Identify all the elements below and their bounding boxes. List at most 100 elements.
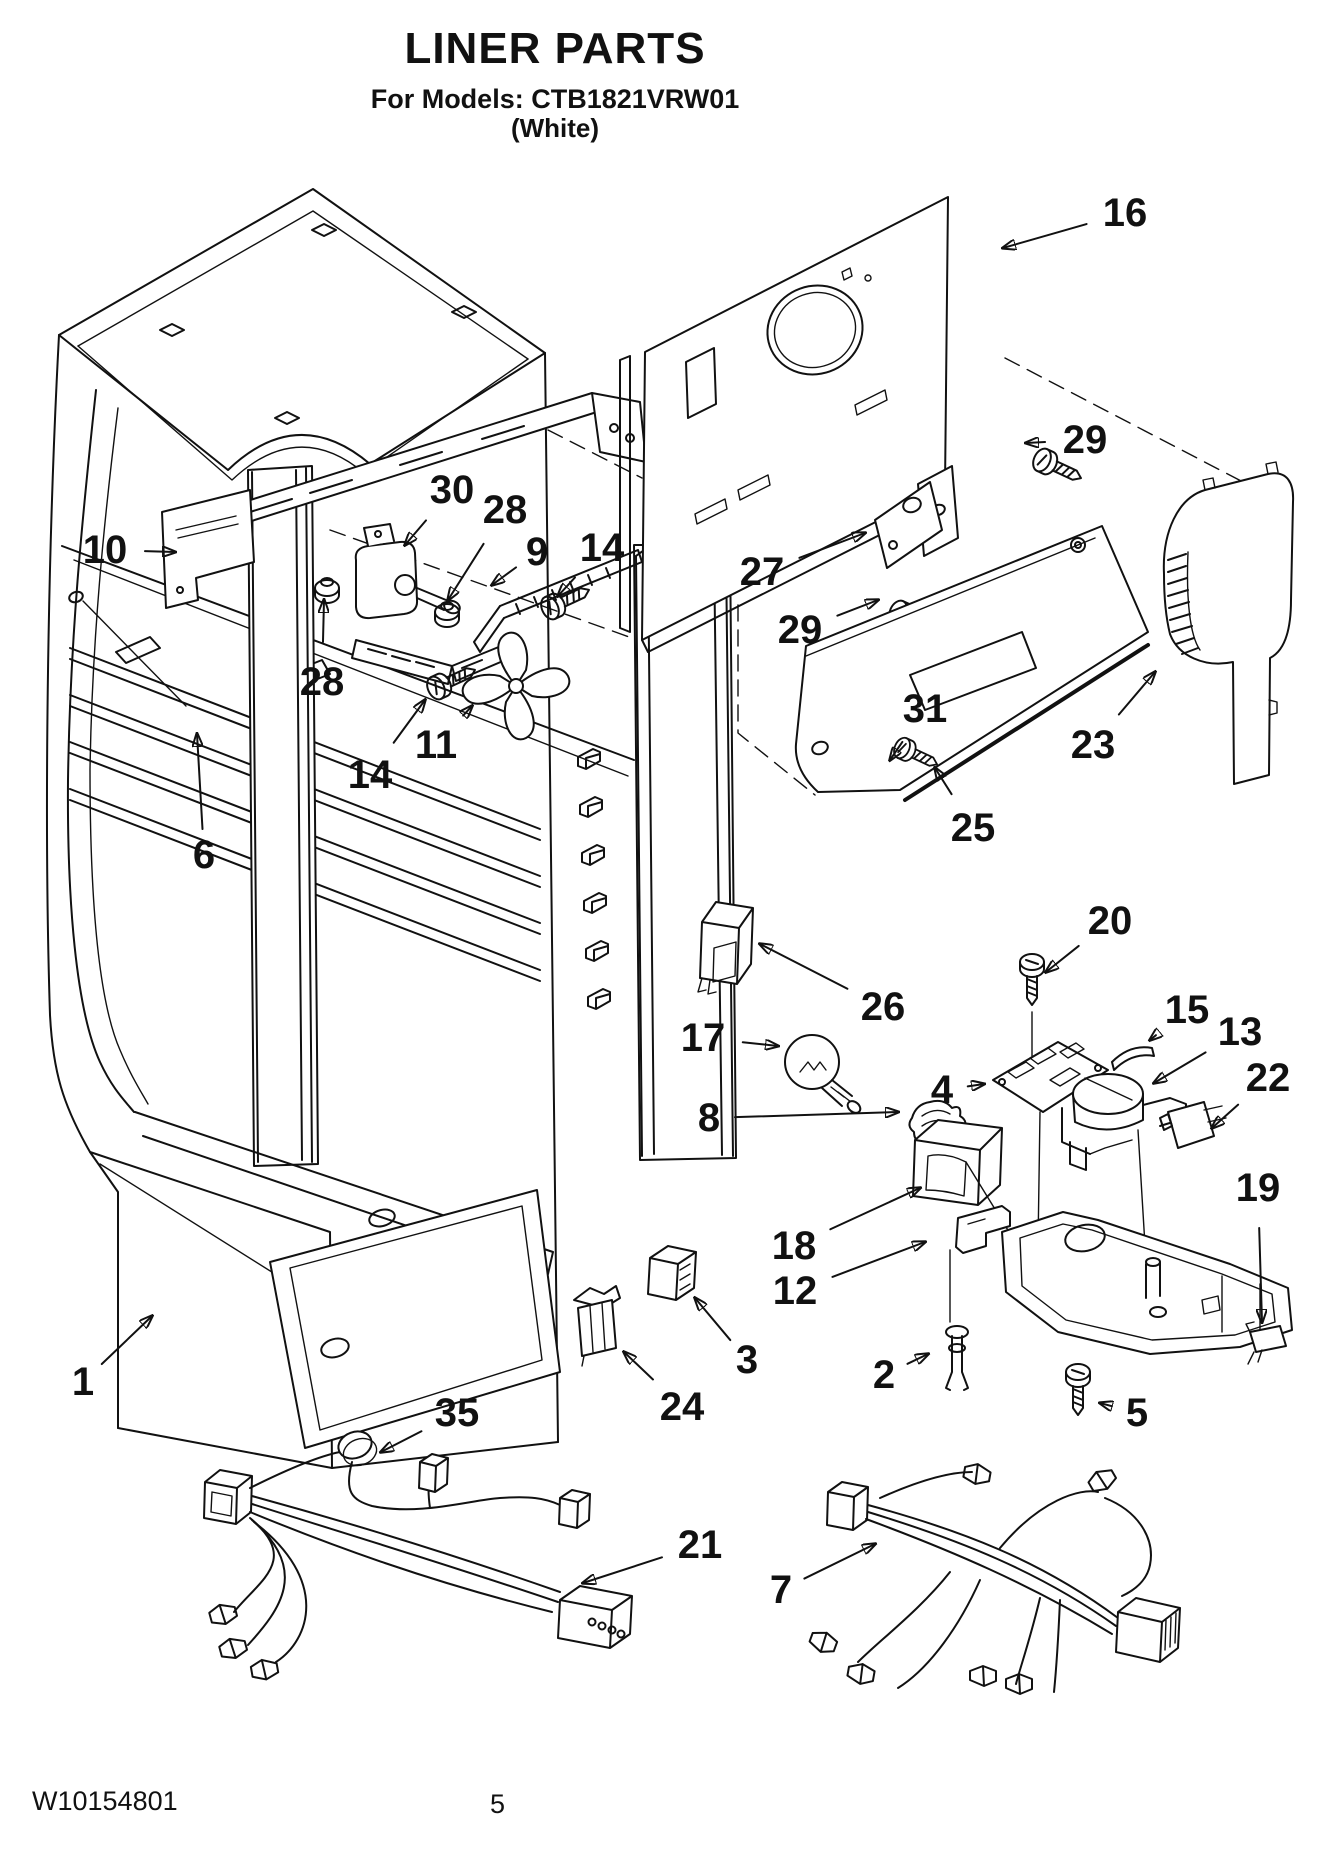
callout-8: 8 <box>698 1096 720 1140</box>
callout-26: 26 <box>861 985 906 1029</box>
callout-arrow-30 <box>405 519 428 545</box>
defrost-timer-part13 <box>1061 1073 1187 1171</box>
callout-4: 4 <box>931 1068 954 1112</box>
callout-arrow-3 <box>695 1298 732 1342</box>
wire-harness-part7 <box>806 1461 1181 1695</box>
callout-arrow-8 <box>733 1112 898 1119</box>
callout-arrow-35 <box>381 1430 423 1452</box>
callout-arrow-23 <box>1117 672 1155 716</box>
screw-part20 <box>1019 953 1045 1057</box>
callout-1: 1 <box>72 1360 94 1404</box>
callout-16: 16 <box>1103 191 1148 235</box>
callout-arrow-12 <box>831 1242 925 1278</box>
callout-24: 24 <box>660 1385 705 1429</box>
callout-5: 5 <box>1126 1391 1148 1435</box>
callout-arrow-16 <box>1003 223 1088 248</box>
callout-29: 29 <box>1063 418 1108 462</box>
callout-27: 27 <box>740 550 785 594</box>
callout-7: 7 <box>770 1568 792 1612</box>
fan-blade-part11 <box>461 631 571 741</box>
callout-13: 13 <box>1218 1010 1263 1054</box>
callout-3: 3 <box>736 1338 758 1382</box>
relay-part26 <box>697 901 754 995</box>
callout-9: 9 <box>526 530 548 574</box>
callout-arrow-17 <box>741 1042 778 1046</box>
console-bracket-part12-19 <box>945 1205 1293 1416</box>
callout-18: 18 <box>772 1224 817 1268</box>
callout-arrow-18 <box>829 1188 920 1231</box>
fuse-block-part3 <box>647 1245 697 1301</box>
evaporator-cover-part16 <box>619 196 1244 796</box>
callout-arrow-4 <box>966 1084 984 1086</box>
callout-2: 2 <box>873 1353 895 1397</box>
finish-line: (White) <box>510 113 600 143</box>
callout-arrow-19 <box>1259 1226 1262 1322</box>
callout-arrow-28 <box>448 542 485 600</box>
callout-35: 35 <box>435 1391 480 1435</box>
callout-arrow-29 <box>1026 442 1047 443</box>
callout-arrow-22 <box>1212 1103 1240 1128</box>
callout-arrow-6 <box>197 734 204 831</box>
callout-arrow-15 <box>1150 1035 1156 1040</box>
callout-12: 12 <box>773 1269 818 1313</box>
callout-6: 6 <box>193 833 215 877</box>
evap-fan-assembly <box>314 523 643 741</box>
callout-arrow-29 <box>836 600 878 617</box>
callout-25: 25 <box>951 806 996 850</box>
callout-arrow-2 <box>906 1354 928 1365</box>
model-line: For Models: CTB1821VRW01 <box>370 84 740 114</box>
callout-arrow-9 <box>492 566 518 585</box>
callout-28: 28 <box>483 488 528 532</box>
callout-21: 21 <box>678 1523 723 1567</box>
clip-part24 <box>573 1285 621 1367</box>
callout-31: 31 <box>903 687 948 731</box>
document-number: W10154801 <box>32 1786 178 1816</box>
hanger-rail-bracket-part10 <box>161 392 647 609</box>
callout-23: 23 <box>1071 723 1116 767</box>
sensor-part35 <box>337 1430 378 1467</box>
callout-arrow-21 <box>583 1556 663 1583</box>
wire-clip-part15 <box>1111 1046 1155 1071</box>
page-number: 5 <box>490 1789 506 1819</box>
left-door-post <box>247 465 319 1167</box>
push-fastener-part2 <box>945 1325 969 1391</box>
callout-arrow-31 <box>890 740 904 760</box>
air-tower-part23 <box>1162 461 1295 785</box>
callout-10: 10 <box>83 528 128 572</box>
thermostat-plate-part27 <box>874 481 943 569</box>
callout-14: 14 <box>580 526 625 570</box>
callout-arrow-26 <box>760 944 849 990</box>
callout-28: 28 <box>300 660 345 704</box>
callout-11: 11 <box>415 723 457 767</box>
callout-arrow-25 <box>935 768 953 796</box>
callout-arrow-27 <box>798 533 865 559</box>
callout-19: 19 <box>1236 1166 1281 1210</box>
callout-arrow-5 <box>1100 1403 1112 1406</box>
drain-pan <box>269 1189 561 1449</box>
liner-cabinet-part1 <box>46 188 737 1469</box>
callout-arrow-7 <box>803 1544 875 1580</box>
clip-part19 <box>1245 1321 1287 1365</box>
callout-arrow-24 <box>624 1352 654 1381</box>
wire-harness-part21 <box>203 1430 633 1683</box>
callout-arrow-28 <box>323 600 324 644</box>
callout-arrow-20 <box>1046 944 1080 972</box>
callout-arrow-10 <box>143 551 175 552</box>
callout-20: 20 <box>1088 899 1133 943</box>
callout-arrow-11 <box>463 706 472 716</box>
callout-15: 15 <box>1165 988 1210 1032</box>
page-title: LINER PARTS <box>404 24 706 73</box>
callout-arrow-14 <box>558 576 576 596</box>
callout-22: 22 <box>1246 1056 1291 1100</box>
callout-29: 29 <box>778 608 823 652</box>
callout-arrow-14 <box>392 700 425 744</box>
callout-arrow-1 <box>100 1316 152 1366</box>
callout-30: 30 <box>430 468 475 512</box>
callout-14: 14 <box>348 753 393 797</box>
callout-17: 17 <box>681 1016 726 1060</box>
light-bulb-part17 <box>784 1034 862 1114</box>
shelf-hooks <box>577 748 611 1010</box>
